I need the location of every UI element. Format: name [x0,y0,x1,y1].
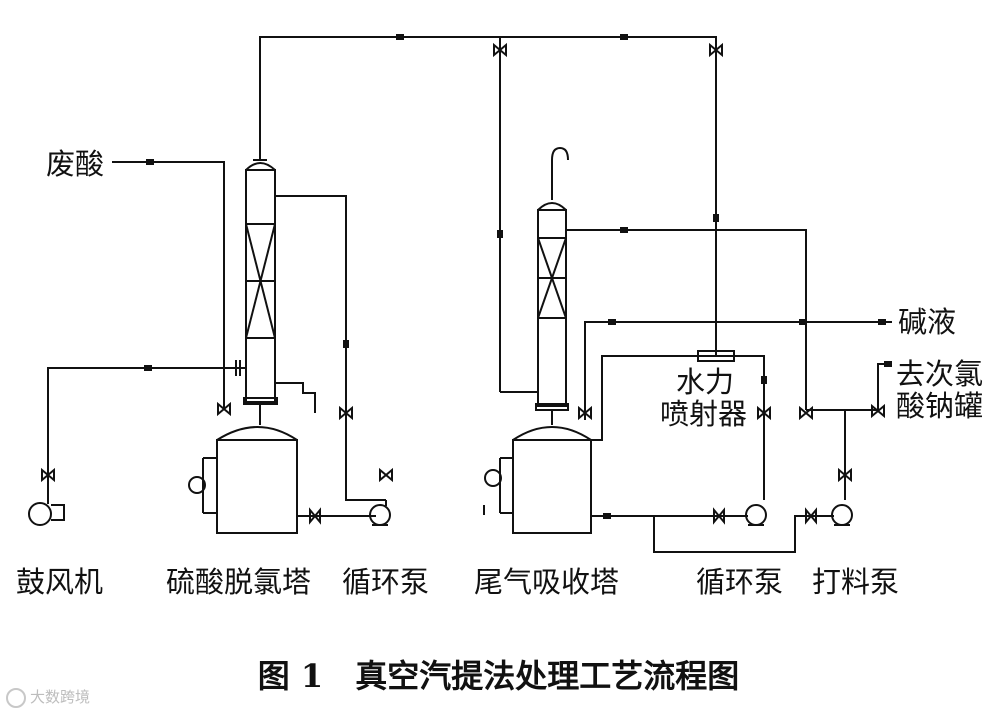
circulation-pump-1 [369,504,391,526]
valves [41,42,885,525]
label-feed-pump: 打料泵 [812,565,900,599]
label-alkali: 碱液 [898,305,957,339]
label-circulation-pump-2: 循环泵 [696,565,784,599]
label-naclo-1: 去次氯 [896,357,984,391]
label-blower: 鼓风机 [16,565,104,599]
figure-caption: 图 1 真空汽提法处理工艺流程图 [257,657,740,695]
watermark: 大数跨境 [6,686,90,708]
circulation-pump-2 [745,504,767,526]
blower [28,485,65,526]
label-water-jet-1: 水力 [676,365,735,399]
label-tail-gas-tower: 尾气吸收塔 [474,565,620,599]
label-circulation-pump-1: 循环泵 [342,565,430,599]
piping [47,36,892,553]
label-naclo-2: 酸钠罐 [896,389,984,423]
label-h2so4-tower: 硫酸脱氯塔 [166,565,312,599]
watermark-text: 大数跨境 [30,688,91,706]
feed-pump [831,504,853,526]
label-waste-acid: 废酸 [46,147,105,181]
watermark-logo-icon [6,687,26,708]
tail-gas-absorption-tower [483,146,592,534]
flow-markers [144,34,892,519]
h2so4-dechlorination-tower [188,152,298,534]
label-water-jet-2: 喷射器 [660,397,748,431]
